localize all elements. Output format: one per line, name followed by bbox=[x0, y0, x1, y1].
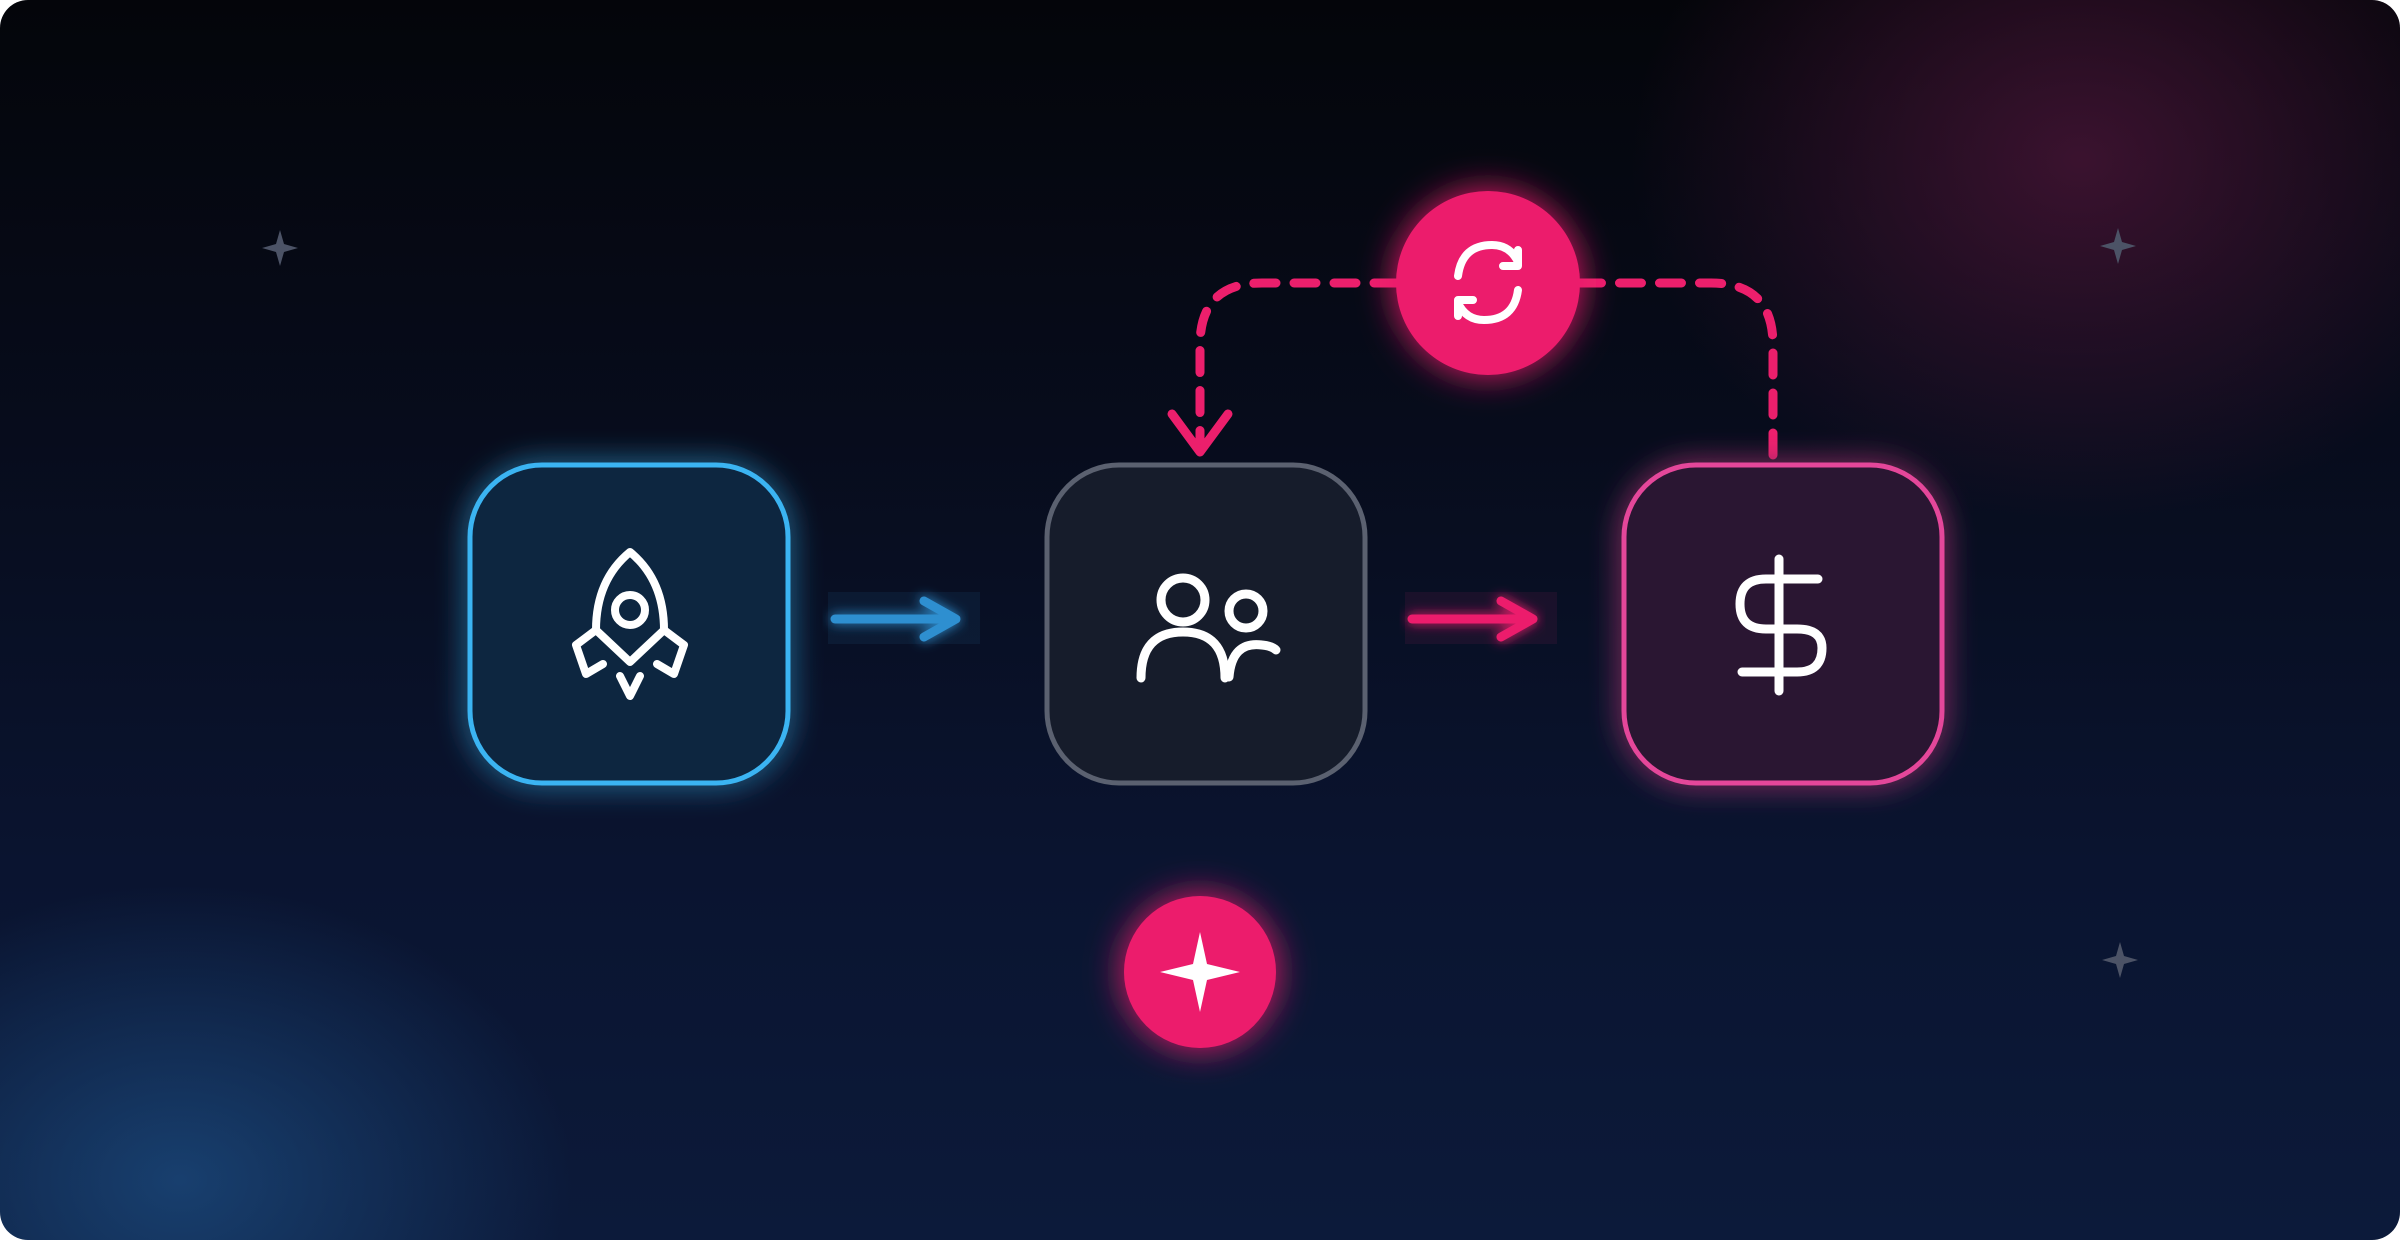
node-revenue bbox=[1621, 462, 1945, 786]
rocket-icon bbox=[572, 548, 688, 700]
arrow-users-to-revenue bbox=[1405, 592, 1557, 644]
sparkle-icon bbox=[2100, 228, 2136, 264]
loop-connector bbox=[1195, 278, 1778, 460]
node-launch bbox=[467, 462, 791, 786]
dollar-icon bbox=[1735, 554, 1827, 696]
sparkle-icon bbox=[2102, 942, 2138, 978]
loop-badge bbox=[1396, 191, 1580, 375]
highlight-badge bbox=[1124, 896, 1276, 1048]
node-users bbox=[1044, 462, 1368, 786]
refresh-icon bbox=[1454, 241, 1522, 324]
users-icon bbox=[1136, 573, 1281, 683]
arrow-launch-to-users bbox=[828, 592, 980, 644]
sparkle-icon bbox=[262, 230, 298, 266]
sparkle-icon bbox=[1160, 932, 1240, 1012]
chevron-down-icon bbox=[1167, 409, 1233, 457]
